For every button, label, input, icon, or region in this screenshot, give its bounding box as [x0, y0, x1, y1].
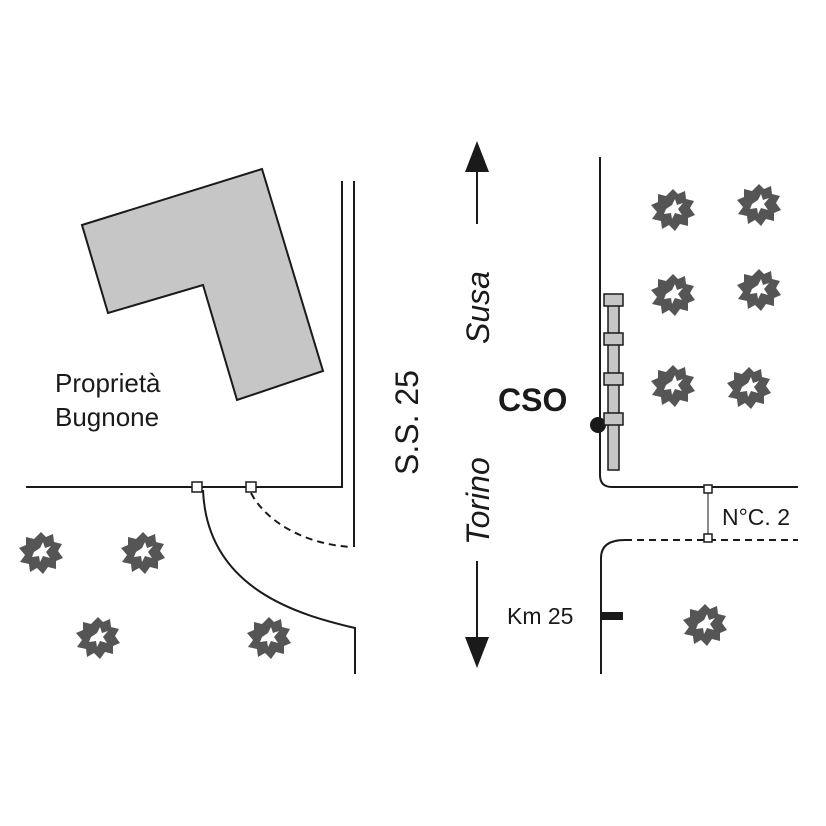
road-edge-right-lower: [600, 539, 626, 674]
arrow-down-icon: [465, 637, 489, 668]
gate-post-right: [245, 481, 257, 493]
road-edge-left-outer: [26, 181, 343, 488]
direction-torino-label: Torino: [460, 457, 496, 545]
tree-icon: [727, 367, 771, 409]
tree-icon: [737, 269, 781, 311]
tree-icon: [737, 184, 781, 226]
tree-icon: [651, 274, 695, 316]
tree-icon: [121, 532, 165, 574]
property-label-line2: Bugnone: [55, 402, 159, 432]
civic-number-label: N°C. 2: [722, 504, 790, 530]
direction-susa-label: Susa: [460, 271, 496, 344]
civic-post-bottom: [703, 533, 713, 543]
arrow-up-icon: [465, 141, 489, 172]
tree-icon: [76, 617, 120, 659]
cso-label: CSO: [498, 382, 567, 418]
tree-icon: [19, 532, 63, 574]
tree-icon: [247, 617, 291, 659]
km-marker-label: Km 25: [507, 603, 573, 629]
side-road-curve: [202, 489, 356, 674]
side-road-dashed-edge: [250, 492, 353, 548]
km-marker-tick: [602, 612, 623, 620]
tree-icon: [683, 604, 727, 646]
roadside-structure: [603, 293, 624, 471]
property-label-line1: Proprietà: [55, 368, 161, 398]
tree-icon: [651, 189, 695, 231]
road-edge-right-upper: [599, 157, 798, 488]
filled-circle-icon: [590, 417, 606, 433]
building-bugnone: [80, 167, 325, 402]
tree-icon: [651, 365, 695, 407]
civic-post-top: [703, 484, 713, 494]
gate-post-left: [191, 481, 203, 493]
road-name-label: S.S. 25: [389, 370, 425, 475]
